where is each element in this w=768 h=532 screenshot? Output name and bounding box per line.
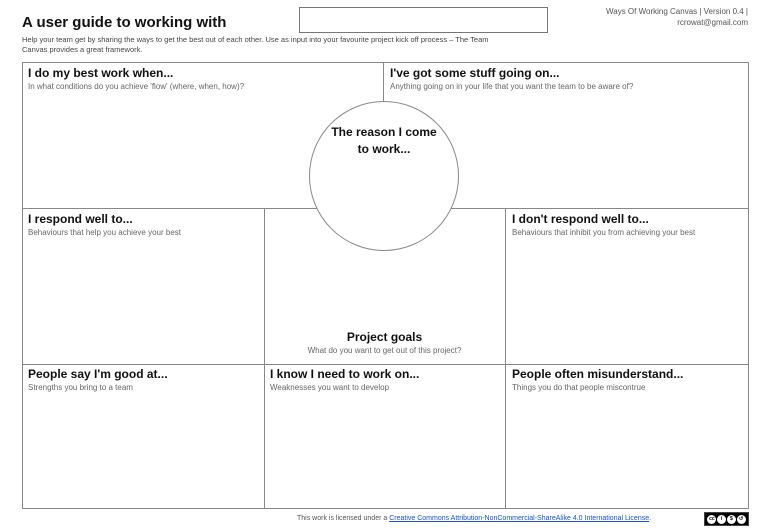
sa-icon: ↺ (736, 514, 746, 524)
author-email: rcrowat@gmail.com (677, 18, 748, 27)
respond-well-subtitle: Behaviours that help you achieve your be… (28, 228, 181, 237)
good-at-subtitle: Strengths you bring to a team (28, 383, 133, 392)
reason-label-line2: to work... (357, 142, 411, 156)
nc-icon: $ (726, 514, 736, 524)
license-suffix: . (649, 515, 652, 522)
canvas-frame (22, 62, 749, 509)
reason-label: The reason I come to work... (320, 124, 448, 158)
work-on-subtitle: Weaknesses you want to develop (270, 383, 390, 392)
reason-circle[interactable] (309, 101, 459, 251)
page-title: A user guide to working with (22, 14, 227, 31)
misunderstand-title: People often misunderstand... (512, 367, 684, 381)
best-work-title: I do my best work when... (28, 66, 174, 80)
section-project-goals[interactable]: Project goals What do you want to get ou… (265, 330, 504, 356)
work-on-title: I know I need to work on... (270, 367, 420, 381)
license-footer: This work is licensed under a Creative C… (297, 515, 651, 522)
best-work-subtitle: In what conditions do you achieve 'flow'… (28, 82, 245, 91)
project-goals-title: Project goals (346, 330, 423, 344)
license-prefix: This work is licensed under a (297, 515, 390, 522)
license-link[interactable]: Creative Commons Attribution-NonCommerci… (389, 515, 650, 522)
section-stuff-going-on[interactable]: I've got some stuff going on... Anything… (390, 66, 745, 92)
dont-respond-title: I don't respond well to... (512, 212, 649, 226)
section-good-at[interactable]: People say I'm good at... Strengths you … (28, 367, 260, 393)
cc-icon: cc (707, 514, 717, 524)
section-dont-respond[interactable]: I don't respond well to... Behaviours th… (512, 212, 744, 238)
page-subtitle: Help your team get by sharing the ways t… (22, 35, 489, 54)
dont-respond-subtitle: Behaviours that inhibit you from achievi… (512, 228, 696, 237)
version-meta: Ways Of Working Canvas | Version 0.4 | r… (606, 6, 748, 28)
name-input-box[interactable] (299, 7, 548, 33)
project-goals-subtitle: What do you want to get out of this proj… (307, 346, 462, 355)
version-label: Ways Of Working Canvas | Version 0.4 | (606, 7, 748, 16)
misunderstand-subtitle: Things you do that people miscontrue (512, 383, 646, 392)
stuff-going-on-title: I've got some stuff going on... (390, 66, 560, 80)
good-at-title: People say I'm good at... (28, 367, 168, 381)
section-respond-well[interactable]: I respond well to... Behaviours that hel… (28, 212, 260, 238)
section-work-on[interactable]: I know I need to work on... Weaknesses y… (270, 367, 502, 393)
cc-license-badge[interactable]: cc i $ ↺ (704, 512, 749, 526)
divider-bottom-horizontal (22, 364, 749, 365)
section-misunderstand[interactable]: People often misunderstand... Things you… (512, 367, 744, 393)
divider-left-vertical (264, 208, 265, 509)
respond-well-title: I respond well to... (28, 212, 133, 226)
reason-label-line1: The reason I come (331, 125, 437, 139)
section-best-work[interactable]: I do my best work when... In what condit… (28, 66, 308, 92)
divider-top-vertical (383, 62, 384, 102)
stuff-going-on-subtitle: Anything going on in your life that you … (390, 82, 634, 91)
by-icon: i (717, 514, 727, 524)
divider-right-vertical (505, 208, 506, 509)
